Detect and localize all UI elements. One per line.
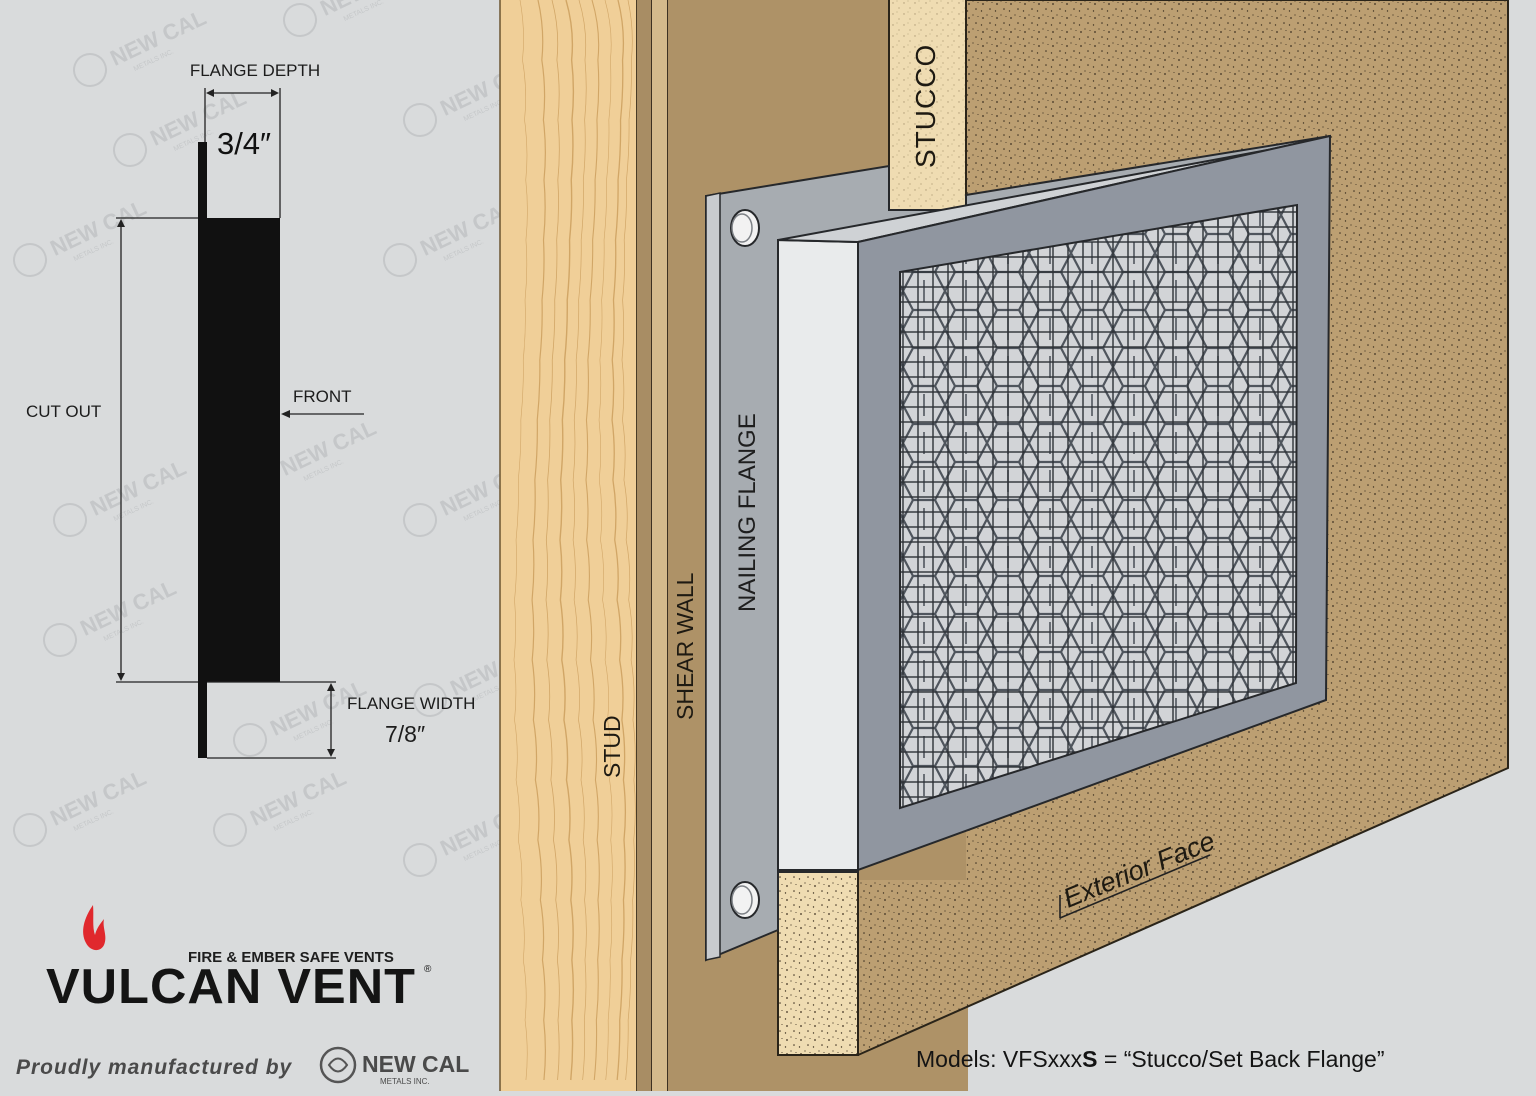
models-bold: S: [1082, 1046, 1097, 1072]
new-cal-logo-icon: [403, 843, 437, 877]
screw-hole-top: [730, 209, 760, 247]
new-cal-logo-icon: [43, 623, 77, 657]
logo-registered: ®: [424, 964, 432, 975]
stucco-label: STUCCO: [910, 44, 941, 168]
flange-depth-value: 3/4″: [217, 126, 271, 161]
nailing-flange-label: NAILING FLANGE: [734, 413, 761, 612]
new-cal-logo-icon: [319, 1046, 357, 1084]
wood-grain-line: [545, 0, 560, 1081]
wood-grain-line: [531, 0, 546, 1081]
flange-depth-label: FLANGE DEPTH: [190, 61, 320, 80]
wood-grain-line: [559, 0, 575, 1081]
exterior-face-callout: [1059, 854, 1211, 919]
new-cal-logo-icon: [283, 3, 317, 37]
proudly-manufactured-text: Proudly manufactured by: [16, 1056, 293, 1079]
new-cal-logo-icon: [383, 243, 417, 277]
new-cal-logo-icon: [213, 813, 247, 847]
cut-out-label: CUT OUT: [26, 402, 101, 421]
logo-tagline: FIRE & EMBER SAFE VENTS: [188, 949, 394, 966]
new-cal-logo-icon: [403, 103, 437, 137]
models-suffix: = “Stucco/Set Back Flange”: [1098, 1046, 1385, 1072]
cross-section: [116, 88, 364, 759]
stud: [499, 0, 638, 1091]
new-cal-logo-icon: [13, 243, 47, 277]
wood-grain-line: [621, 0, 636, 1081]
flange-width-value: 7/8″: [385, 721, 425, 747]
new-cal-logo-icon: [113, 133, 147, 167]
wood-grain-line: [598, 0, 613, 1081]
new-cal-logo-icon: [13, 813, 47, 847]
logo-brand: VULCAN VENT: [46, 960, 416, 1014]
new-cal-logo-icon: [413, 683, 447, 717]
models-prefix: Models: VFSxxx: [916, 1046, 1083, 1072]
new-cal-logo-icon: [403, 503, 437, 537]
stucco-edge-top: [888, 0, 967, 211]
wood-grain-line: [611, 0, 627, 1081]
wood-grain-line: [585, 0, 600, 1081]
stud-label: STUD: [599, 715, 625, 778]
front-label: FRONT: [293, 387, 352, 406]
new-cal-name: NEW CAL: [362, 1051, 469, 1077]
vent-body: [198, 218, 280, 682]
new-cal-logo-icon: [73, 53, 107, 87]
wood-grain-line: [572, 0, 587, 1081]
stucco-edge-bottom: [777, 871, 859, 1056]
flame-icon: [83, 905, 106, 951]
wood-grain-line: [513, 0, 528, 1081]
new-cal-logo-icon: [233, 723, 267, 757]
vulcan-vent-logo: [83, 905, 106, 951]
vent: [705, 134, 1332, 962]
screw-hole-bottom: [730, 881, 760, 919]
shear-wall-label: SHEAR WALL: [672, 572, 698, 720]
flange-width-label: FLANGE WIDTH: [347, 694, 475, 713]
new-cal-sub: METALS INC.: [380, 1077, 430, 1086]
new-cal-logo-icon: [53, 503, 87, 537]
models-caption: Models: VFSxxxS = “Stucco/Set Back Flang…: [916, 1046, 1385, 1072]
